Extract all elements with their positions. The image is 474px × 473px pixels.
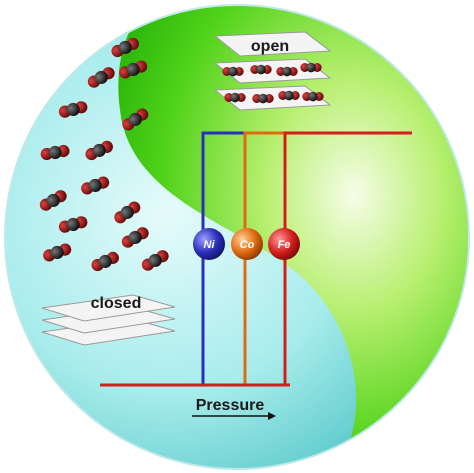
sheet: [213, 31, 332, 57]
fe-label: Fe: [278, 239, 291, 251]
co2-molecule: [224, 92, 246, 103]
open-label: open: [251, 38, 289, 55]
co2-molecule: [300, 62, 322, 73]
co2-molecule: [302, 91, 324, 102]
disc-outline: [4, 4, 470, 470]
pressure-label: Pressure: [196, 397, 265, 414]
co2-molecule: [222, 66, 244, 77]
co2-molecule: [276, 66, 298, 77]
co2-molecule: [278, 90, 300, 101]
fe-sphere: [268, 228, 300, 260]
co2-molecule: [250, 64, 272, 75]
metal-nodes: Ni Co Fe: [193, 228, 300, 260]
pressure-arrow-head: [268, 412, 276, 420]
sheet: [41, 294, 176, 322]
co-sphere: [231, 228, 263, 260]
ni-label: Ni: [204, 239, 216, 251]
ni-sphere: [193, 228, 225, 260]
closed-sheet-stack: closed: [41, 294, 176, 346]
co-label: Co: [240, 239, 255, 251]
co2-molecule: [252, 93, 274, 104]
closed-label: closed: [91, 295, 142, 312]
pressure-axis: Pressure: [192, 397, 276, 420]
